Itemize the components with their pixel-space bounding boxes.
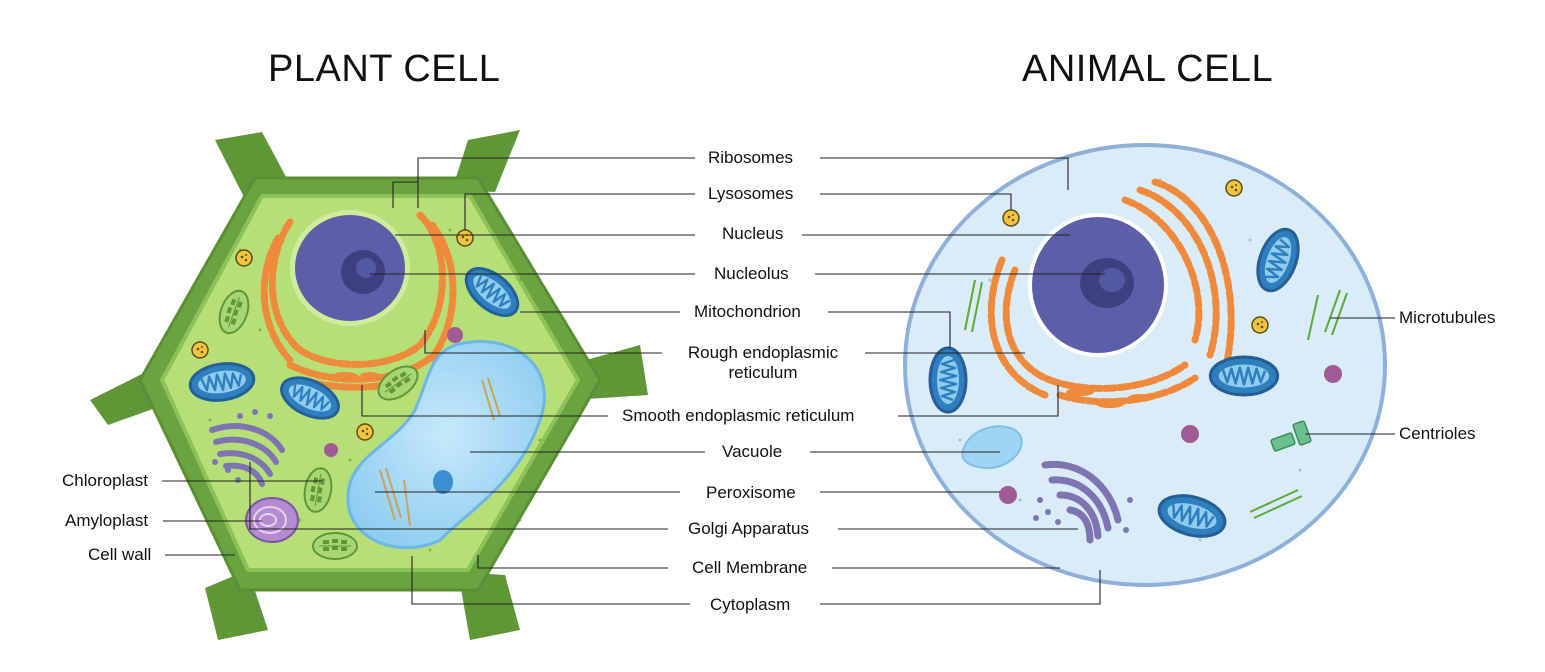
chloroplast-4 — [312, 532, 358, 560]
label-nucleolus: Nucleolus — [714, 264, 789, 283]
plant-peroxisome-2 — [324, 443, 338, 457]
animal-rough-er — [987, 178, 1235, 406]
label-rough-er: Rough endoplasmic reticulum — [670, 343, 856, 383]
plant-lysosome — [456, 229, 474, 247]
plant-peroxisome-1 — [447, 327, 463, 343]
label-nucleus: Nucleus — [722, 224, 784, 243]
label-rough-er-line2: reticulum — [728, 363, 798, 382]
label-smooth-er: Smooth endoplasmic reticulum — [622, 406, 855, 425]
label-mitochondrion: Mitochondrion — [694, 302, 801, 321]
plant-cell — [90, 130, 648, 640]
plant-cell-title: PLANT CELL — [268, 48, 501, 90]
animal-mitochondrion-1 — [928, 346, 968, 414]
label-lysosomes: Lysosomes — [708, 184, 794, 203]
plant-nucleus — [290, 210, 410, 326]
label-cell-wall: Cell wall — [88, 545, 152, 564]
label-golgi: Golgi Apparatus — [688, 519, 809, 538]
label-amyloplast: Amyloplast — [65, 511, 149, 530]
label-cell-membrane: Cell Membrane — [692, 558, 808, 577]
label-centrioles: Centrioles — [1399, 424, 1476, 443]
microtubules — [964, 279, 1348, 519]
label-microtubules: Microtubules — [1399, 308, 1496, 327]
animal-nucleus — [1028, 213, 1168, 357]
animal-cell-title: ANIMAL CELL — [1022, 48, 1274, 90]
leader-lines — [162, 157, 1395, 605]
animal-golgi — [1041, 460, 1122, 544]
label-vacuole: Vacuole — [722, 442, 783, 461]
animal-peroxisome — [999, 486, 1017, 504]
label-peroxisome: Peroxisome — [706, 483, 796, 502]
animal-lysosome-1 — [1002, 209, 1020, 227]
animal-cell — [903, 143, 1387, 587]
plant-vacuole — [346, 340, 546, 550]
amyloplast — [245, 497, 299, 543]
label-ribosomes: Ribosomes — [708, 148, 794, 167]
animal-mitochondrion-3 — [1208, 355, 1280, 397]
animal-vacuole — [961, 425, 1023, 470]
plant-rough-er — [260, 211, 457, 391]
label-rough-er-line1: Rough endoplasmic — [687, 343, 839, 362]
centrioles — [1270, 420, 1312, 452]
label-chloroplast: Chloroplast — [62, 471, 148, 490]
label-cytoplasm: Cytoplasm — [710, 595, 791, 614]
